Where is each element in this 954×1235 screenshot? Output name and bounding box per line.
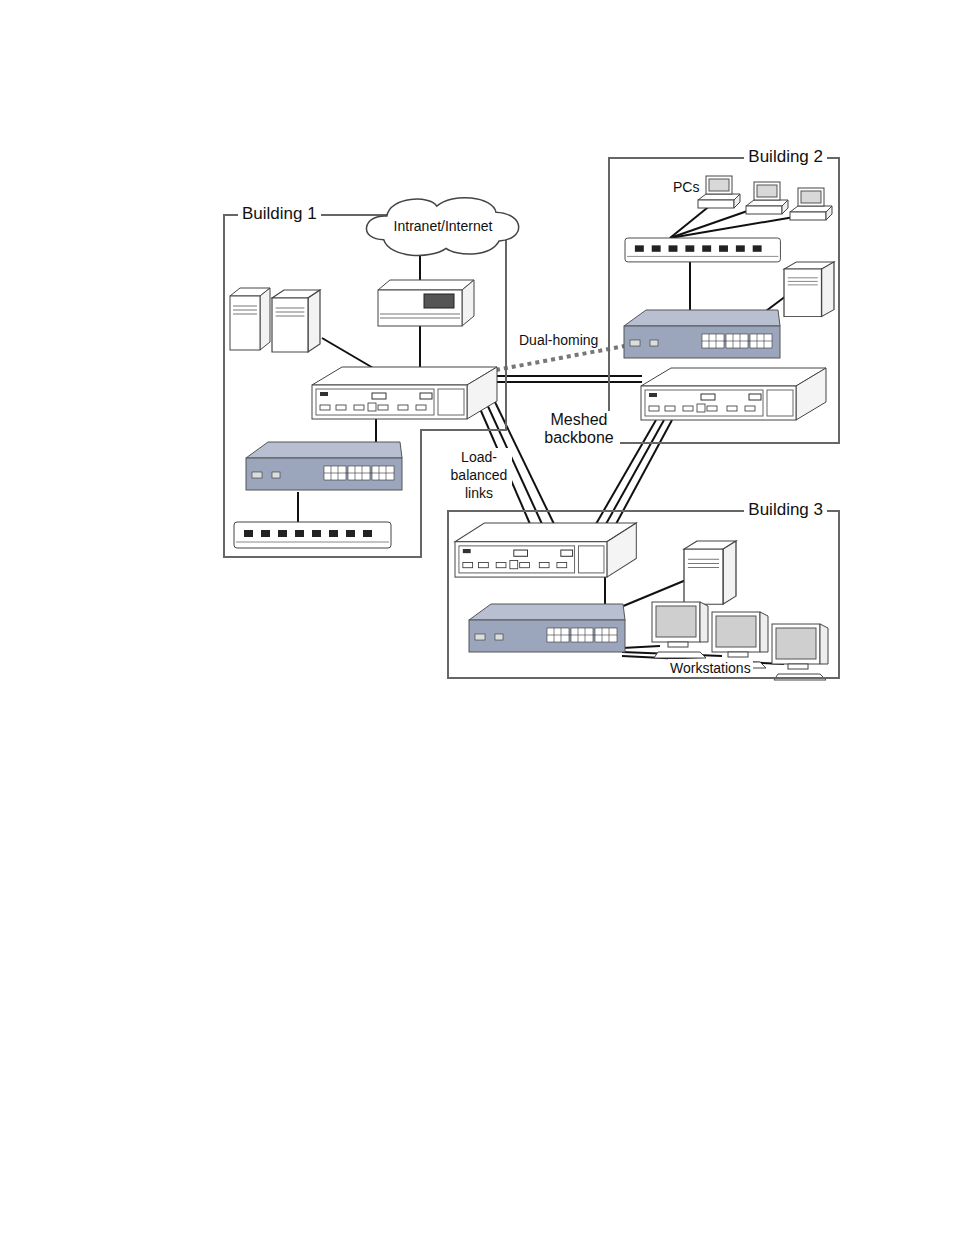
building-outline <box>224 215 506 557</box>
building-border <box>609 158 839 443</box>
building-region: Building 3 <box>448 511 839 678</box>
cloud-shape <box>366 198 518 256</box>
building-heading: Building 3 <box>744 500 827 520</box>
building-region: Building 2 <box>609 158 839 443</box>
building-outline <box>609 158 839 443</box>
annotation-label: PCs <box>671 178 701 196</box>
building-border <box>224 215 506 557</box>
annotation-label: Load-balanced links <box>446 448 512 502</box>
building-outline <box>448 511 839 678</box>
building-heading: Building 1 <box>238 204 321 224</box>
annotation-label: Meshed backbone <box>538 411 620 447</box>
building-border <box>448 511 839 678</box>
annotation-label: Workstations <box>668 659 753 677</box>
cloud-label: Intranet/Internet <box>394 218 493 235</box>
annotation-label: Dual-homing <box>517 331 600 349</box>
cloud-node: Intranet/Internet <box>365 195 521 257</box>
building-heading: Building 2 <box>744 147 827 167</box>
building-region: Building 1 <box>224 215 506 557</box>
